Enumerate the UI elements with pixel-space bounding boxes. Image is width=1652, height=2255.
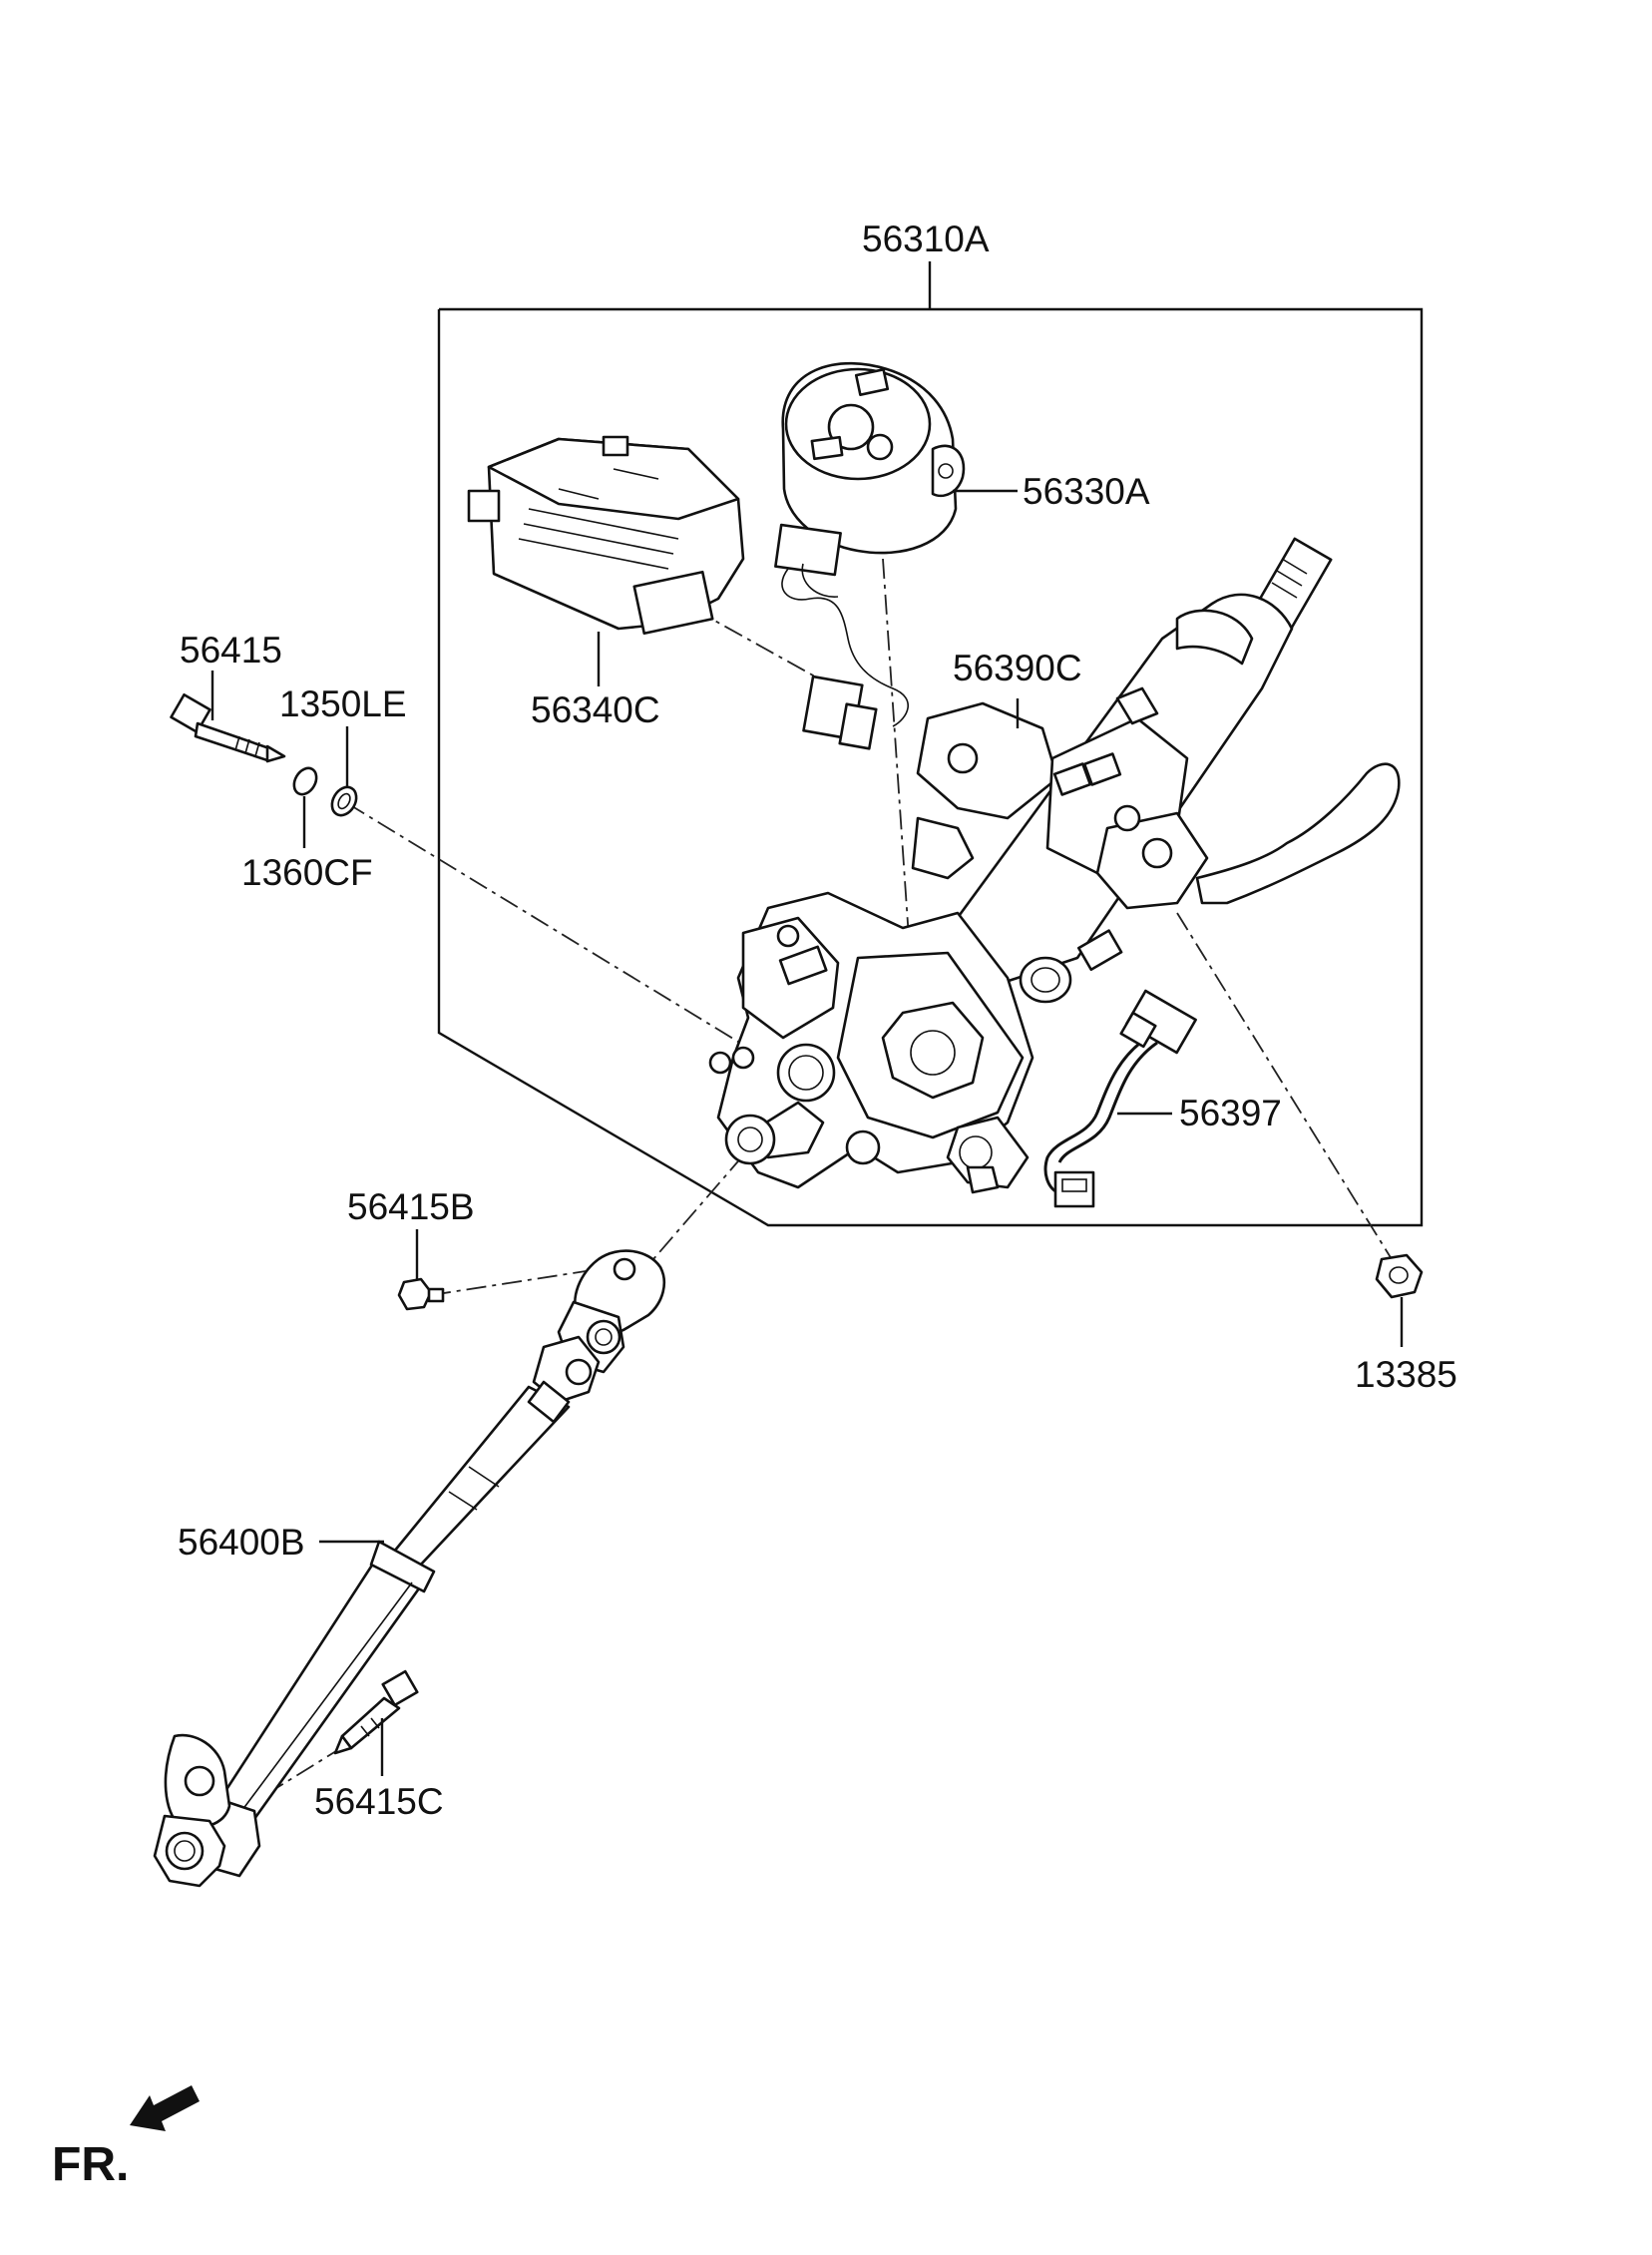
assembly-boundary: [437, 261, 1424, 1227]
intermediate-shaft: [153, 1249, 665, 1888]
front-direction-arrow-icon: [130, 2085, 200, 2131]
callout-56415b: 56415B: [347, 1186, 475, 1227]
callout-56397: 56397: [1179, 1093, 1282, 1133]
callout-13385: 13385: [1355, 1354, 1457, 1395]
bolt-56415c: [333, 1669, 419, 1776]
callout-56330a: 56330A: [1023, 471, 1150, 512]
callout-1360cf: 1360CF: [241, 852, 373, 893]
clock-spring-module: [774, 361, 1018, 750]
bolt-56415b: [397, 1229, 445, 1311]
wiring-harness: [1043, 989, 1197, 1208]
front-direction-marker: FR.: [52, 2085, 200, 2191]
callout-56310a: 56310A: [862, 219, 990, 259]
bolt-56415: [170, 671, 286, 763]
control-module: [467, 435, 745, 686]
callout-56340c: 56340C: [531, 689, 660, 730]
steering-column: [708, 537, 1401, 1194]
callout-56415c: 56415C: [314, 1781, 444, 1822]
front-label: FR.: [52, 2138, 129, 2191]
callout-1350le: 1350LE: [279, 683, 407, 724]
callout-56390c: 56390C: [953, 648, 1082, 688]
callout-56415: 56415: [180, 630, 282, 671]
nut-13385: [1375, 1253, 1424, 1347]
callout-56400b: 56400B: [178, 1522, 305, 1563]
washers: [292, 726, 358, 848]
